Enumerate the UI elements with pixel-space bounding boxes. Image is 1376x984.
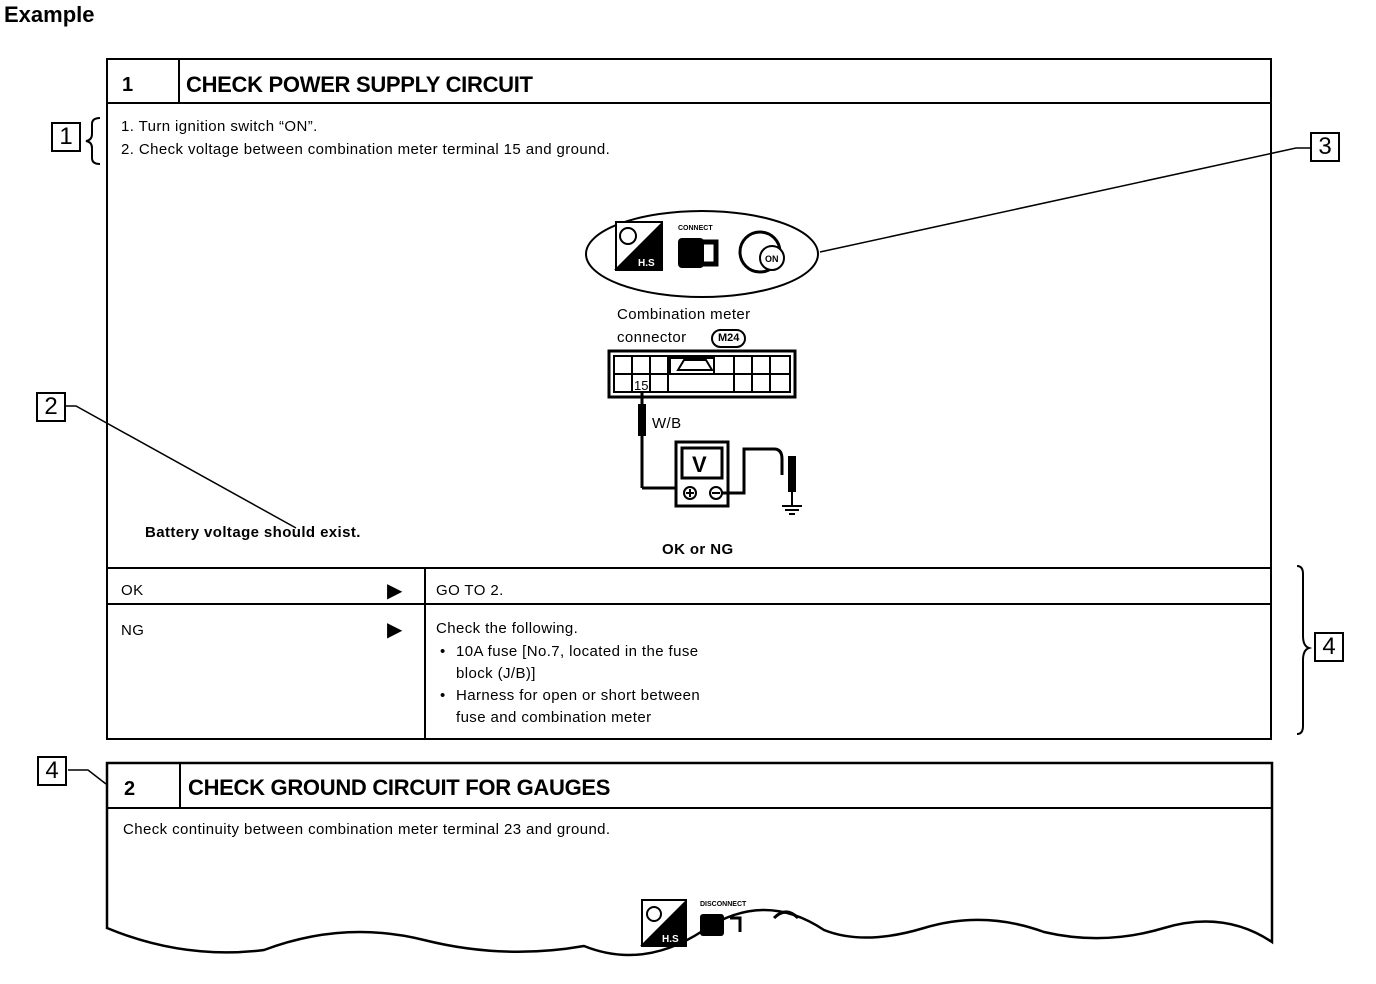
- results-top-divider: [106, 567, 1272, 569]
- callout-4-left: 4: [37, 756, 67, 786]
- expected-result: Battery voltage should exist.: [145, 524, 361, 541]
- step2-box: H.S DISCONNECT: [105, 761, 1274, 957]
- callout-1-label: 1: [59, 123, 73, 150]
- step2-hs-label: H.S: [662, 934, 679, 945]
- connector-label-line1: Combination meter: [617, 306, 751, 323]
- connector-code-badge: M24: [711, 329, 747, 348]
- on-label: ON: [765, 254, 779, 264]
- step1-box: [106, 58, 1272, 740]
- step2-hs-tester-icon: H.S: [640, 899, 687, 947]
- step1-number-divider: [178, 58, 180, 104]
- step1-number: 1: [122, 74, 134, 96]
- callout-4-right: 4: [1314, 632, 1344, 662]
- hs-label: H.S: [638, 258, 655, 269]
- ng-detail-1-line2: block (J/B)]: [456, 665, 536, 682]
- ng-detail-1-line1: 10A fuse [No.7, located in the fuse: [456, 643, 699, 660]
- step1-instruction-2: 2. Check voltage between combination met…: [121, 141, 611, 158]
- callout-3: 3: [1310, 132, 1340, 162]
- result-ng-label: NG: [121, 622, 145, 639]
- ng-detail-2: Harness for open or short between fuse an…: [436, 685, 700, 729]
- connector-label-line2: connector: [617, 329, 687, 346]
- ng-detail-2-line1: Harness for open or short between: [456, 687, 701, 704]
- result-ok-arrow-icon: ▶: [387, 580, 403, 602]
- connect-label: CONNECT: [678, 225, 713, 232]
- step1-instruction-1: 1. Turn ignition switch “ON”.: [121, 118, 318, 135]
- callout-3-label: 3: [1318, 133, 1332, 160]
- wire-color-label: W/B: [652, 415, 682, 432]
- callout-4-right-label: 4: [1322, 633, 1336, 660]
- hs-tester-icon: H.S: [614, 221, 663, 271]
- connector-meter-diagram: 15 V: [607, 349, 802, 515]
- callout-2: 2: [36, 392, 66, 422]
- callout-2-label: 2: [44, 393, 58, 420]
- meter-symbol: V: [692, 452, 707, 477]
- ok-ng-question: OK or NG: [662, 541, 734, 558]
- ng-detail-2-line2: fuse and combination meter: [456, 709, 652, 726]
- step1-header-divider: [106, 102, 1272, 104]
- callout-4-left-label: 4: [45, 757, 59, 784]
- results-column-divider: [424, 567, 426, 740]
- ignition-on-icon: ON: [738, 230, 785, 274]
- step2-instruction: Check continuity between combination met…: [123, 821, 611, 838]
- result-ng-arrow-icon: ▶: [387, 619, 403, 641]
- example-heading: Example: [4, 2, 95, 27]
- callout-1: 1: [51, 122, 81, 152]
- result-ng-action: Check the following.: [436, 620, 579, 637]
- result-ok-label: OK: [121, 582, 144, 599]
- step2-title: CHECK GROUND CIRCUIT FOR GAUGES: [188, 775, 611, 800]
- ng-detail-1: 10A fuse [No.7, located in the fuse block…: [436, 641, 700, 685]
- step2-disconnect-label: DISCONNECT: [700, 901, 747, 908]
- step2-number: 2: [124, 778, 136, 800]
- results-mid-divider: [106, 603, 1272, 605]
- step1-icon-group: H.S CONNECT ON: [585, 210, 819, 298]
- result-ok-action: GO TO 2.: [436, 582, 504, 599]
- step2-disconnect-icon: DISCONNECT: [700, 901, 800, 936]
- terminal-number: 15: [634, 378, 648, 393]
- result-ng-details: 10A fuse [No.7, located in the fuse block…: [436, 641, 700, 729]
- step1-title: CHECK POWER SUPPLY CIRCUIT: [186, 72, 533, 97]
- connect-icon: CONNECT: [678, 225, 719, 268]
